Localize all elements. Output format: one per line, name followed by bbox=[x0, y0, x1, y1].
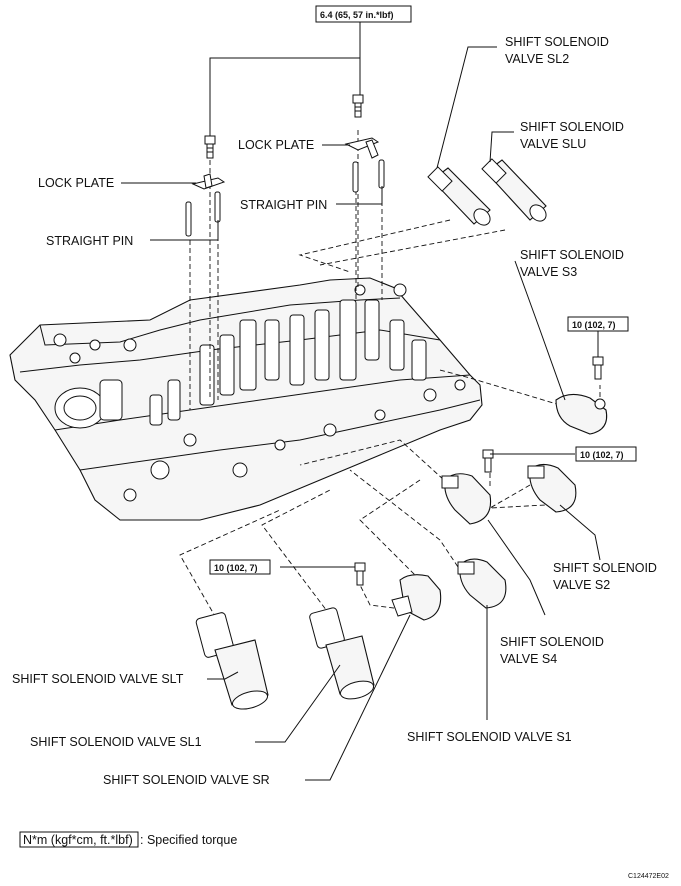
s2-label-line2: VALVE S2 bbox=[553, 578, 610, 592]
bolt-s2 bbox=[482, 449, 494, 473]
leader-lines bbox=[121, 20, 601, 781]
bolt-top-left bbox=[204, 135, 216, 159]
s3-label-line1: SHIFT SOLENOID bbox=[520, 248, 624, 262]
figure-code: C124472E02 bbox=[628, 873, 669, 880]
valve-body bbox=[9, 277, 483, 521]
s4-label-line2: VALVE S4 bbox=[500, 652, 557, 666]
solenoid-slu bbox=[481, 158, 547, 222]
lock-plate-left-label: LOCK PLATE bbox=[38, 176, 114, 190]
straight-pin-left-label: STRAIGHT PIN bbox=[46, 234, 133, 248]
solenoid-sl2 bbox=[427, 166, 491, 226]
s4-label-line1: SHIFT SOLENOID bbox=[500, 635, 604, 649]
slu-label-line1: SHIFT SOLENOID bbox=[520, 120, 624, 134]
torque-callout-top: 6.4 (65, 57 in.*lbf) bbox=[315, 5, 412, 23]
s2-label-line1: SHIFT SOLENOID bbox=[553, 561, 657, 575]
bolt-s3 bbox=[592, 356, 604, 380]
sr-label: SHIFT SOLENOID VALVE SR bbox=[103, 773, 270, 787]
torque-callout-sr: 10 (102, 7) bbox=[209, 559, 271, 575]
bolt-sr bbox=[354, 562, 366, 586]
bolt-top-right bbox=[352, 94, 364, 118]
lock-plate-right-part bbox=[344, 137, 380, 159]
solenoid-s4 bbox=[441, 473, 492, 525]
straight-pins-right bbox=[352, 159, 385, 193]
s1-label: SHIFT SOLENOID VALVE S1 bbox=[407, 730, 572, 744]
legend-unit-box: N*m (kgf*cm, ft.*lbf) bbox=[23, 833, 133, 847]
slu-label-line2: VALVE SLU bbox=[520, 137, 586, 151]
solenoid-slt bbox=[195, 612, 269, 710]
torque-callout-s3: 10 (102, 7) bbox=[567, 316, 629, 332]
svg-text:6.4 (65, 57 in.*lbf): 6.4 (65, 57 in.*lbf) bbox=[320, 10, 394, 20]
solenoid-s2 bbox=[527, 463, 577, 513]
solenoid-sl1 bbox=[309, 607, 375, 700]
lock-plate-right-label: LOCK PLATE bbox=[238, 138, 314, 152]
s3-label-line2: VALVE S3 bbox=[520, 265, 577, 279]
svg-text:10 (102, 7): 10 (102, 7) bbox=[572, 320, 616, 330]
straight-pin-right-label: STRAIGHT PIN bbox=[240, 198, 327, 212]
legend-description: : Specified torque bbox=[140, 833, 237, 847]
lock-plate-left-part bbox=[191, 173, 226, 190]
solenoid-sr bbox=[391, 574, 442, 621]
sl2-label-line1: SHIFT SOLENOID bbox=[505, 35, 609, 49]
solenoid-s3 bbox=[555, 393, 608, 435]
svg-text:10 (102, 7): 10 (102, 7) bbox=[214, 563, 258, 573]
slt-label: SHIFT SOLENOID VALVE SLT bbox=[12, 672, 184, 686]
straight-pins-left bbox=[185, 191, 221, 237]
sl1-label: SHIFT SOLENOID VALVE SL1 bbox=[30, 735, 202, 749]
svg-text:10 (102, 7): 10 (102, 7) bbox=[580, 450, 624, 460]
solenoid-s1 bbox=[457, 558, 507, 609]
torque-legend: N*m (kgf*cm, ft.*lbf) : Specified torque bbox=[19, 831, 237, 848]
torque-callout-s2: 10 (102, 7) bbox=[575, 446, 637, 462]
sl2-label-line2: VALVE SL2 bbox=[505, 52, 569, 66]
